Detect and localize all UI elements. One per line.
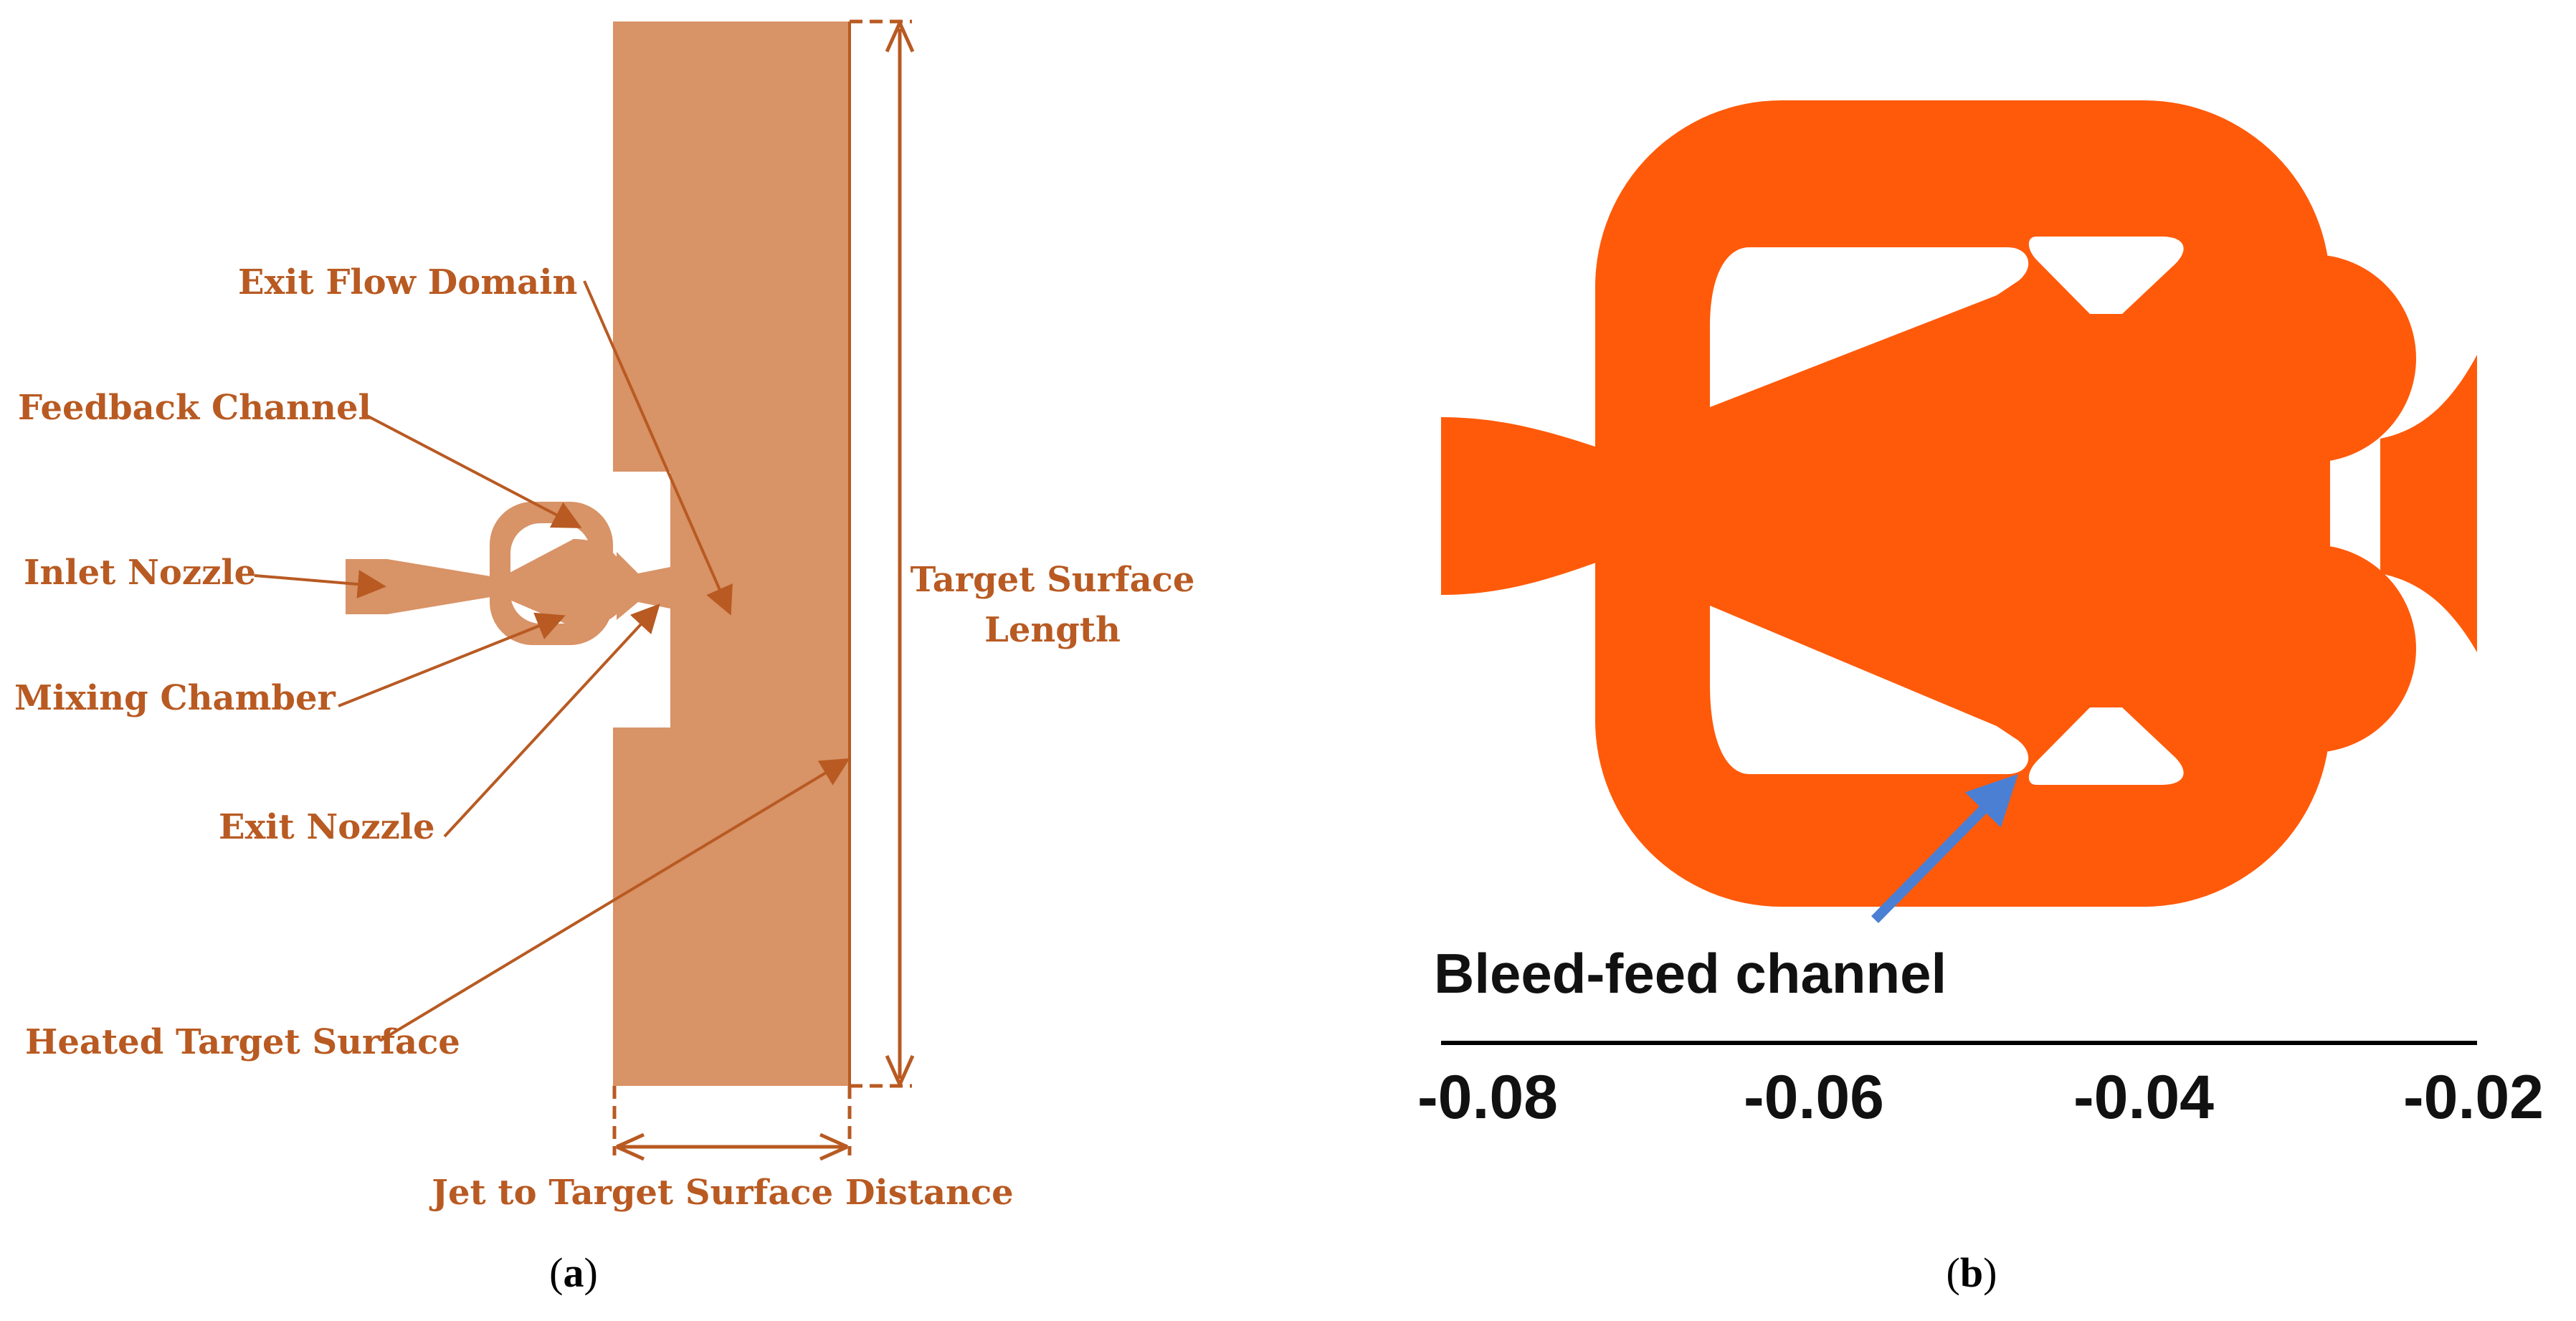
inlet-nozzle-b xyxy=(1441,417,1606,595)
upper-feedback-opening xyxy=(1710,247,2029,407)
label-jet-to-target-distance: Jet to Target Surface Distance xyxy=(429,1173,1013,1213)
caption-b: (b) xyxy=(1947,1249,1997,1296)
panel-a: Exit Flow Domain Feedback Channel Inlet … xyxy=(14,19,1195,1296)
heated-target-surface-arrow xyxy=(379,758,850,1042)
label-exit-flow-domain: Exit Flow Domain xyxy=(238,262,577,302)
exit-flow-domain-shape xyxy=(613,22,850,1086)
exit-flow-domain-arrow xyxy=(583,280,733,616)
x-axis-ticks: -0.08 -0.06 -0.04 -0.02 xyxy=(1417,1063,2544,1132)
lower-lobe xyxy=(2208,545,2416,753)
feedback-channel-arrow xyxy=(363,413,582,528)
caption-a: (a) xyxy=(549,1249,598,1296)
label-mixing-chamber: Mixing Chamber xyxy=(14,678,336,718)
target-length-arrowhead-top xyxy=(885,22,915,53)
inlet-nozzle-arrow xyxy=(254,570,386,598)
upper-bleed-opening xyxy=(2028,237,2184,314)
exit-nozzle-shape xyxy=(617,552,674,620)
bleed-feed-arrow xyxy=(1871,774,2018,923)
x-axis-tick-label: -0.02 xyxy=(2403,1063,2544,1132)
jet-distance-arrowhead-left xyxy=(615,1132,645,1161)
jet-distance-arrowhead-right xyxy=(819,1132,849,1161)
label-heated-target-surface: Heated Target Surface xyxy=(25,1022,460,1062)
upper-lobe xyxy=(2208,254,2416,462)
inlet-nozzle-shape xyxy=(346,559,495,614)
x-axis-tick-label: -0.06 xyxy=(1744,1063,1884,1132)
exit-nozzle-b xyxy=(2380,355,2477,652)
x-axis-tick-label: -0.04 xyxy=(2073,1063,2214,1132)
panel-b: Bleed-feed channel -0.08-0.06-0.04-0.02 … xyxy=(1417,100,2544,1296)
label-bleed-feed-channel: Bleed-feed channel xyxy=(1434,942,1947,1005)
label-exit-nozzle: Exit Nozzle xyxy=(219,807,435,847)
target-length-arrowhead-bottom xyxy=(885,1054,915,1086)
oscillator-outer-loop xyxy=(1595,100,2330,907)
mixing-chamber-arrow xyxy=(338,612,566,707)
label-inlet-nozzle: Inlet Nozzle xyxy=(24,553,256,593)
mixing-chamber-shape xyxy=(495,539,627,627)
label-target-surface-length-line1: Target Surface xyxy=(911,560,1195,600)
label-feedback-channel: Feedback Channel xyxy=(18,388,371,428)
label-target-surface-length-line2: Length xyxy=(984,610,1121,650)
x-axis-tick-label: -0.08 xyxy=(1417,1063,1558,1132)
lower-bleed-opening xyxy=(2028,707,2184,785)
lower-feedback-opening xyxy=(1710,606,2029,774)
exit-nozzle-arrow xyxy=(443,604,660,838)
